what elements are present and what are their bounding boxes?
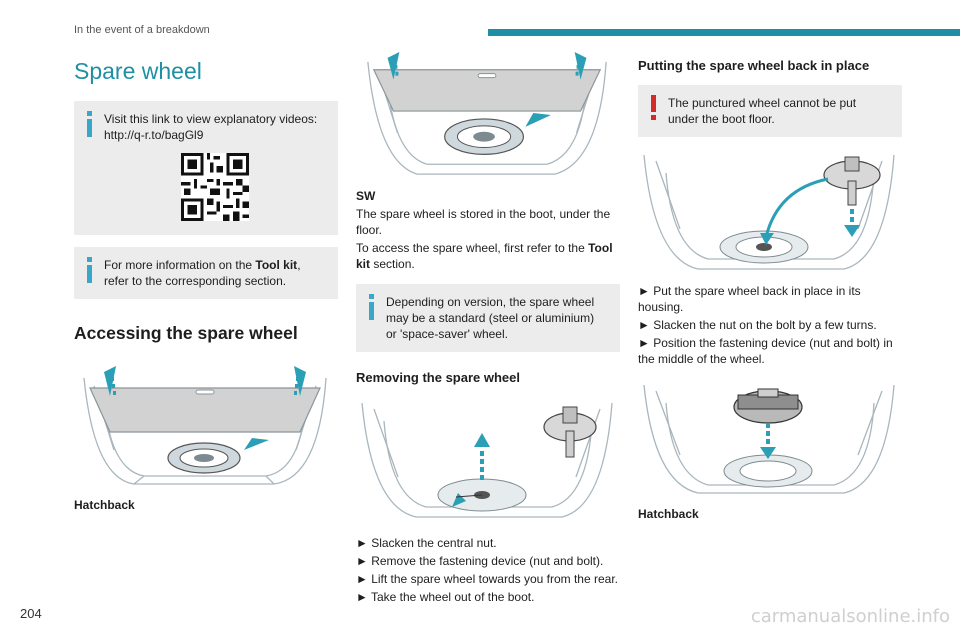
figure-caption: Hatchback <box>74 498 135 512</box>
page-title: Spare wheel <box>74 58 202 84</box>
watermark: carmanualsonline.info <box>750 606 950 627</box>
info-note-text: Visit this link to view explanatory vide… <box>104 112 318 142</box>
warning-icon <box>650 95 658 121</box>
tool-kit-link[interactable]: Tool kit <box>356 241 613 271</box>
step-item: ► Slacken the central nut. <box>356 536 497 550</box>
page-number: 204 <box>20 606 42 621</box>
info-icon <box>368 294 376 320</box>
section-heading-putting-back: Putting the spare wheel back in place <box>638 58 870 73</box>
hatchback-refit-illustration <box>643 384 895 494</box>
step-item: ► Take the wheel out of the boot. <box>356 590 535 604</box>
tool-kit-link[interactable]: Tool kit <box>255 258 298 272</box>
info-icon <box>86 257 94 283</box>
note-text: For more information on the <box>104 258 256 272</box>
hatchback-boot-illustration <box>83 366 327 485</box>
column-3: Putting the spare wheel back in place Th… <box>638 52 902 521</box>
step-item: ► Remove the fastening device (nut and b… <box>356 554 604 568</box>
info-note-videos: Visit this link to view explanatory vide… <box>74 101 338 235</box>
step-item: ► Slacken the nut on the bolt by a few t… <box>638 318 877 332</box>
variant-label: SW <box>356 189 376 203</box>
figure-caption: Hatchback <box>638 507 699 521</box>
info-icon <box>86 111 94 137</box>
warning-note: The punctured wheel cannot be put under … <box>638 85 902 137</box>
header-accent-bar <box>488 29 960 36</box>
note-text: , refer to the corresponding section. <box>104 258 301 288</box>
body-text: To access the spare wheel, first refer t… <box>356 241 589 255</box>
step-item: ► Lift the spare wheel towards you from … <box>356 572 619 586</box>
sw-boot-illustration <box>367 52 607 175</box>
info-note-wheel-type: Depending on version, the spare wheel ma… <box>356 284 620 352</box>
body-paragraph: The spare wheel is stored in the boot, u… <box>356 207 611 237</box>
note-text: Depending on version, the spare wheel ma… <box>386 295 595 341</box>
step-item: ► Position the fastening device (nut and… <box>638 336 893 366</box>
column-1: Spare wheel Visit this link to view expl… <box>74 52 338 512</box>
info-note-tool-kit: For more information on the Tool kit, re… <box>74 247 338 299</box>
running-header: In the event of a breakdown <box>74 24 210 36</box>
column-2: SW The spare wheel is stored in the boot… <box>356 52 620 607</box>
body-paragraph: To access the spare wheel, first refer t… <box>356 240 620 272</box>
section-heading-accessing: Accessing the spare wheel <box>74 323 298 343</box>
body-text: section. <box>370 257 415 271</box>
refitting-wheel-illustration <box>643 154 895 270</box>
section-heading-removing: Removing the spare wheel <box>356 370 520 385</box>
removing-wheel-illustration <box>361 402 613 518</box>
step-item: ► Put the spare wheel back in place in i… <box>638 284 861 314</box>
warning-text: The punctured wheel cannot be put under … <box>668 96 857 126</box>
qr-code-icon[interactable] <box>181 153 249 221</box>
